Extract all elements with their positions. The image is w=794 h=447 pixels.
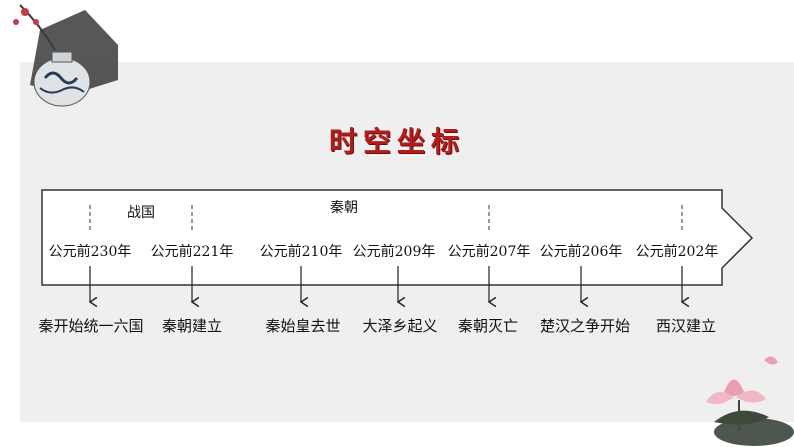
lotus-decoration [706, 356, 794, 446]
timeline-arrow [41, 189, 754, 286]
period-label-qin: 秦朝 [330, 200, 358, 216]
page-title: 时空坐标 [328, 125, 465, 158]
event-label: 秦开始统一六国 [38, 317, 143, 335]
event-label: 秦朝建立 [162, 317, 222, 335]
event-label: 楚汉之争开始 [540, 317, 630, 335]
year-label: 公元前206年 [540, 243, 623, 260]
year-label: 公元前202年 [636, 243, 719, 260]
period-label-warring-states: 战国 [127, 205, 155, 221]
year-label: 公元前221年 [151, 243, 234, 260]
event-label: 西汉建立 [656, 317, 716, 335]
year-label: 公元前210年 [260, 243, 343, 260]
event-label: 秦朝灭亡 [458, 317, 518, 335]
year-label: 公元前230年 [49, 243, 132, 260]
event-label: 大泽乡起义 [362, 317, 437, 335]
year-label: 公元前207年 [448, 243, 531, 260]
event-label: 秦始皇去世 [265, 317, 340, 335]
vase-decoration [13, 4, 118, 107]
year-label: 公元前209年 [353, 243, 436, 260]
